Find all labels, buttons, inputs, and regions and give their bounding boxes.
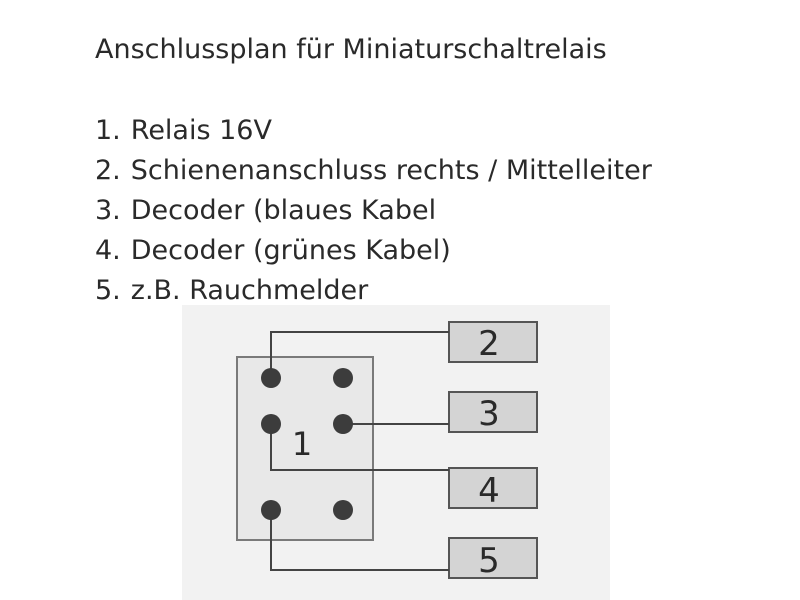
relay-pin — [333, 368, 353, 388]
terminal-label: 3 — [478, 394, 500, 434]
wire-terminal-2 — [270, 331, 449, 378]
relay-pin — [261, 500, 281, 520]
terminal-box — [448, 391, 538, 433]
legend-item-decoder-blue: 3. Decoder (blaues Kabel — [95, 191, 652, 231]
terminal-box — [448, 321, 538, 363]
legend-text: Relais 16V — [130, 115, 272, 146]
terminal-box — [448, 537, 538, 579]
terminal-4: 4 — [448, 467, 538, 511]
relay-pin — [261, 414, 281, 434]
terminal-5: 5 — [448, 537, 538, 581]
legend-number: 2. — [95, 155, 121, 186]
legend-text: Decoder (grünes Kabel) — [130, 235, 451, 266]
terminal-label: 4 — [478, 471, 500, 511]
legend-number: 4. — [95, 235, 121, 266]
legend-item-rail: 2. Schienenanschluss rechts / Mittelleite… — [95, 151, 652, 191]
relay-label: 1 — [292, 425, 312, 463]
legend-number: 3. — [95, 195, 121, 226]
terminal-label: 2 — [478, 324, 500, 364]
wire-terminal-4 — [270, 424, 449, 471]
legend-item-relay: 1. Relais 16V — [95, 111, 652, 151]
legend-text: z.B. Rauchmelder — [130, 275, 369, 306]
legend-text: Schienenanschluss rechts / Mittelleiter — [130, 155, 652, 186]
wire-terminal-5 — [270, 510, 449, 571]
terminal-3: 3 — [448, 391, 538, 434]
diagram-title: Anschlussplan für Miniaturschaltrelais — [95, 34, 607, 65]
terminal-2: 2 — [448, 321, 538, 364]
relay-pin — [261, 368, 281, 388]
legend-number: 1. — [95, 115, 121, 146]
relay-pin — [333, 414, 353, 434]
terminal-box — [448, 467, 538, 509]
legend-item-smoke: 5. z.B. Rauchmelder — [95, 271, 652, 311]
legend-item-decoder-green: 4. Decoder (grünes Kabel) — [95, 231, 652, 271]
legend-text: Decoder (blaues Kabel — [130, 195, 437, 226]
terminal-label: 5 — [478, 541, 500, 581]
legend-list: 1. Relais 16V 2. Schienenanschluss rechts … — [95, 111, 652, 311]
relay-pin — [333, 500, 353, 520]
legend-number: 5. — [95, 275, 121, 306]
